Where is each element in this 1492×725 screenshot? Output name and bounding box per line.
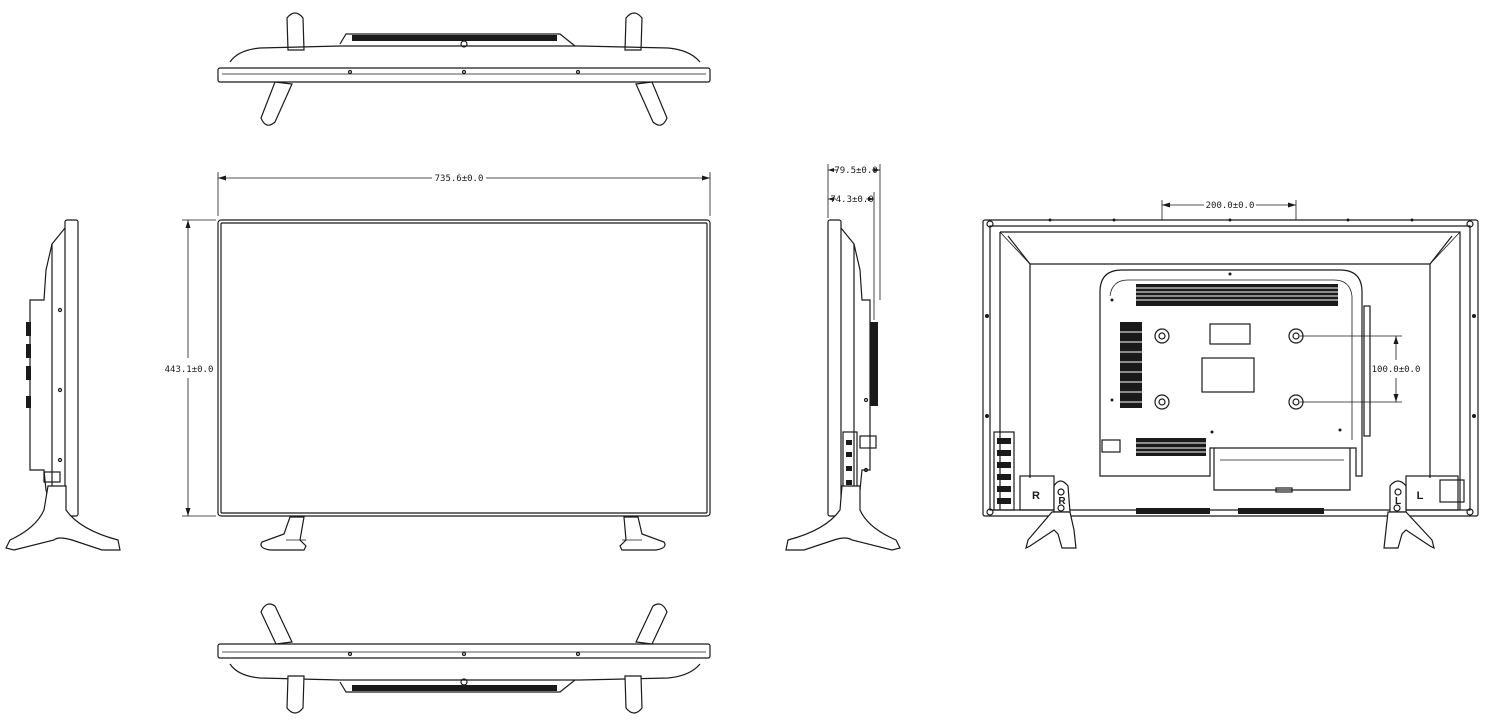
top-view-stand-leg-left-front (260, 81, 293, 126)
front-view: 735.6±0.0 443.1±0.0 (165, 172, 711, 551)
back-view-label-small (1209, 323, 1251, 345)
stand-label-l-outer: L (1417, 490, 1424, 502)
bottom-view (217, 603, 711, 714)
bottom-view-stand-leg-right-front (635, 603, 668, 645)
back-view-stand-right (1383, 511, 1435, 550)
vesa-horizontal-label: 200.0±0.0 (1206, 201, 1255, 211)
bottom-view-bezel (217, 643, 711, 659)
body-depth-label: 74.3±0.0 (830, 195, 873, 205)
right-side-port-panel (870, 322, 878, 406)
vesa-vertical-label: 100.0±0.0 (1372, 365, 1421, 375)
back-view-left-vent (1120, 322, 1142, 408)
back-view: 200.0±0.0 (982, 200, 1479, 550)
right-side-bezel (827, 219, 842, 517)
right-side-view: 79.5±0.0 74.3±0.0 (785, 164, 901, 551)
front-view-stand-left (260, 516, 307, 551)
total-depth-label: 79.5±0.0 (834, 166, 877, 176)
bottom-view-stand-leg-left-back (286, 675, 305, 714)
stand-label-r-inner: R (1058, 496, 1066, 507)
top-view-stand-leg-right-back (624, 12, 643, 51)
back-view-stand-post-right (1389, 480, 1407, 513)
top-view-bezel (217, 67, 711, 83)
back-view-top-vent (1136, 284, 1338, 306)
bottom-view-vent (352, 685, 557, 691)
front-view-stand-right (619, 516, 666, 551)
back-view-stand-left (1025, 511, 1077, 550)
width-dimension-label: 735.6±0.0 (435, 174, 484, 184)
front-view-bezel (217, 219, 711, 517)
bottom-view-stand-leg-left-front (260, 603, 293, 645)
back-view-bottom-vent (1136, 438, 1206, 456)
height-dimension-label: 443.1±0.0 (165, 365, 214, 375)
top-view-vent (352, 35, 557, 41)
stand-label-l-inner: L (1395, 496, 1401, 507)
bottom-view-stand-leg-right-back (624, 675, 643, 714)
left-side-stand (5, 485, 121, 551)
top-view-stand-leg-left-back (286, 12, 305, 51)
top-view-stand-leg-right-front (635, 81, 668, 126)
top-view (217, 12, 711, 126)
left-side-bezel (64, 219, 79, 517)
back-view-label-large (1201, 357, 1255, 393)
right-side-stand (785, 485, 901, 551)
back-view-stand-post-left (1053, 480, 1071, 513)
left-side-view (5, 219, 121, 551)
stand-label-r-outer: R (1032, 490, 1040, 502)
back-view-port-column (993, 431, 1015, 511)
back-view-central-housing (1099, 269, 1363, 477)
